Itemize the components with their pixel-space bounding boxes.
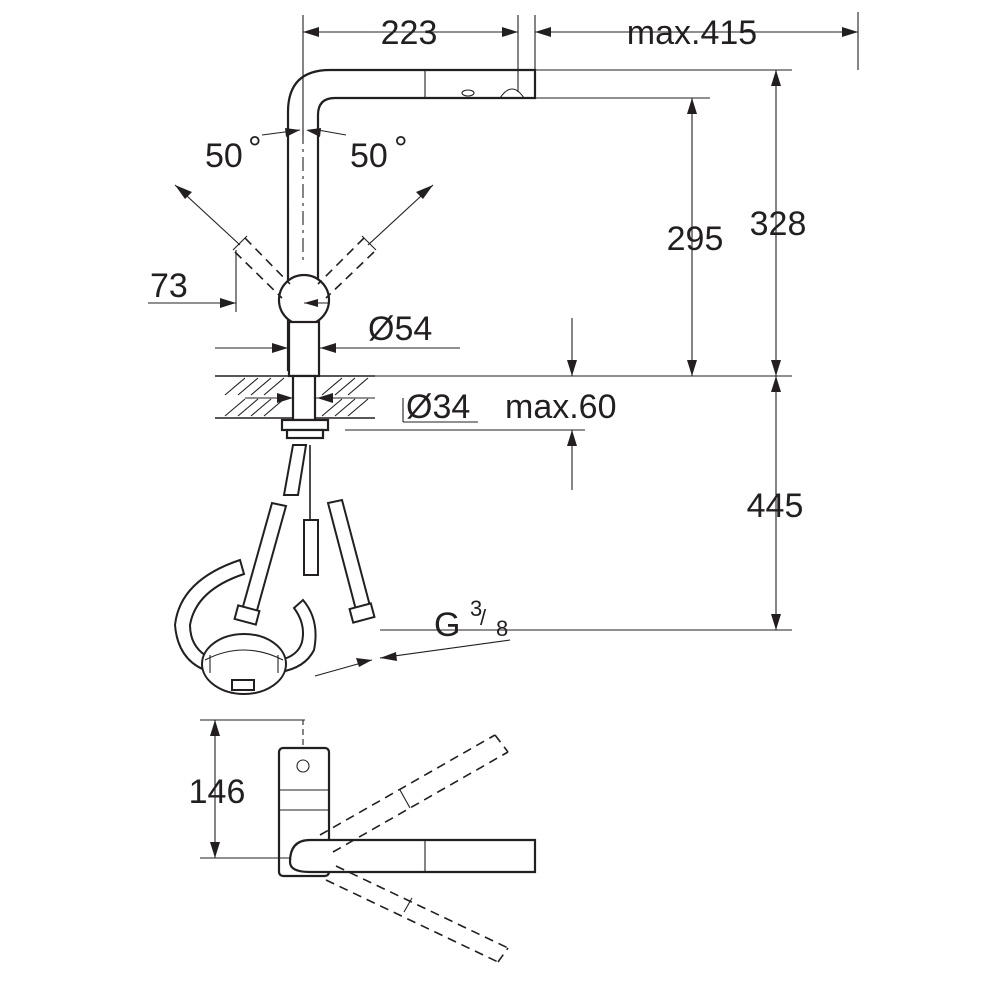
svg-text:G: G <box>434 606 460 644</box>
svg-text:8: 8 <box>496 616 508 641</box>
hose-nut-left <box>233 604 261 626</box>
top-view-lever-dot <box>296 759 310 773</box>
mounting-washer <box>285 428 325 440</box>
dim-total-height <box>535 69 792 377</box>
dim-body-diameter <box>215 343 460 353</box>
faucet-base <box>287 320 321 378</box>
svg-text:°: ° <box>248 130 262 168</box>
hose-weight <box>201 633 287 695</box>
label-below-deck-length: 445 <box>747 487 804 525</box>
mounting-shank <box>291 374 317 422</box>
center-hose <box>303 519 319 576</box>
label-total-height: 328 <box>750 205 807 243</box>
spray-nozzle <box>498 88 526 99</box>
svg-text:/: / <box>480 605 487 630</box>
svg-text:50: 50 <box>350 137 388 175</box>
dim-pullout-max <box>534 12 859 70</box>
dim-deck-thickness <box>345 318 585 490</box>
deck-section <box>215 374 375 440</box>
swivel-range-lower <box>325 865 509 963</box>
label-body-diameter: Ø54 <box>368 310 432 348</box>
mounting-nut <box>280 418 330 432</box>
pullout-hose <box>282 444 308 496</box>
dim-lever-offset <box>148 250 330 312</box>
dim-outlet-height <box>530 97 710 376</box>
label-angle-left: 50 ° <box>205 130 262 175</box>
label-connection-thread: G 3 / 8 <box>434 596 508 644</box>
dim-angles <box>174 128 434 246</box>
label-spout-reach: 223 <box>381 14 438 52</box>
svg-text:°: ° <box>394 130 408 168</box>
supply-hose-left <box>240 501 288 616</box>
label-outlet-height: 295 <box>667 220 724 258</box>
lever-ball <box>277 273 331 327</box>
label-top-view-depth: 146 <box>189 773 246 811</box>
faucet-top-view <box>277 720 537 963</box>
spray-button <box>461 89 475 97</box>
dim-spout-reach <box>302 15 519 135</box>
top-view-spout <box>288 838 537 874</box>
dim-hole-diameter <box>245 393 478 423</box>
supply-hose-right <box>326 498 372 612</box>
label-lever-offset: 73 <box>150 267 188 305</box>
dim-connection-thread <box>314 639 511 677</box>
svg-text:50: 50 <box>205 137 243 175</box>
label-hole-diameter: Ø34 <box>406 388 470 426</box>
dim-top-view-depth <box>200 719 305 859</box>
faucet-side-view <box>232 68 537 378</box>
hose-nut-right <box>348 602 376 624</box>
label-deck-thickness: max.60 <box>505 388 617 426</box>
svg-text:3: 3 <box>470 596 482 621</box>
hoses-assembly <box>173 444 376 695</box>
lever-range-right <box>317 235 377 299</box>
swivel-range-upper <box>319 734 509 853</box>
lever-range-left <box>232 235 291 299</box>
label-angle-right: 50 ° <box>350 130 408 175</box>
weight-clip <box>231 679 255 691</box>
label-pullout-max: max.415 <box>627 14 757 52</box>
dim-below-deck-length <box>380 376 792 631</box>
